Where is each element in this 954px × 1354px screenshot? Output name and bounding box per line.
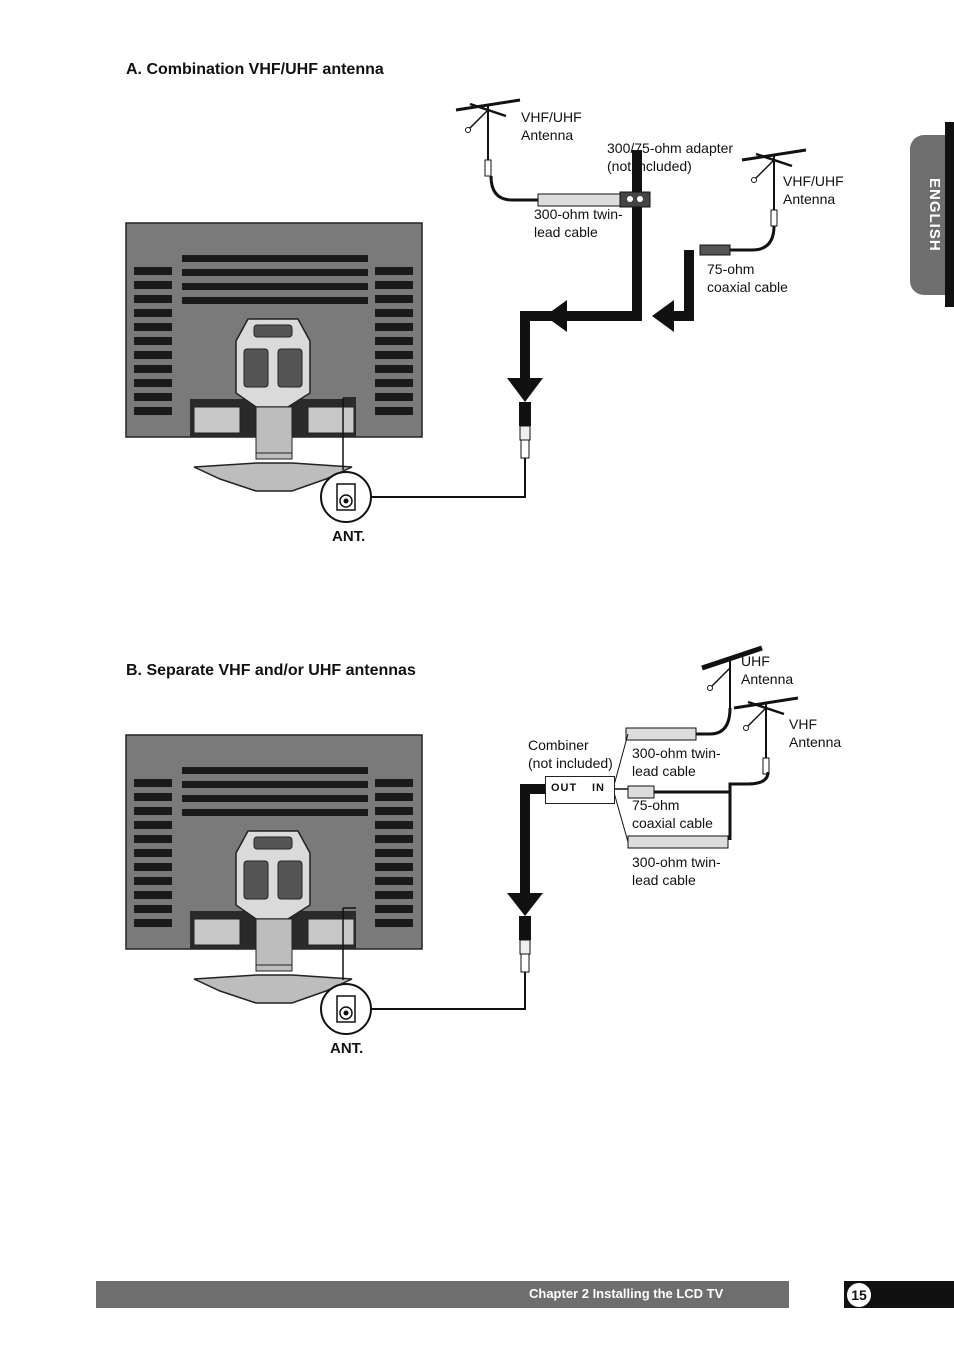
label-coaxial-a: 75-ohm coaxial cable [707, 261, 788, 295]
language-tab-label: ENGLISH [926, 178, 943, 252]
label-twin-lead-b1: 300-ohm twin- lead cable [632, 745, 721, 779]
label-twin-lead-a: 300-ohm twin- lead cable [534, 206, 623, 240]
label-combiner: Combiner (not included) [528, 737, 613, 771]
ant-label-a: ANT. [332, 528, 366, 545]
page-number: 15 [847, 1283, 871, 1307]
label-vhf-uhf-antenna-a2: VHF/UHF Antenna [783, 173, 844, 207]
label-uhf-antenna: UHF Antenna [741, 653, 794, 687]
section-b-heading: B. Separate VHF and/or UHF antennas [126, 662, 416, 679]
combiner-box [545, 776, 615, 804]
combiner-in-label: IN [592, 782, 605, 794]
footer-bar [96, 1281, 789, 1308]
combiner-out-label: OUT [551, 782, 578, 794]
label-twin-lead-b2: 300-ohm twin- lead cable [632, 854, 721, 888]
label-adapter: 300/75-ohm adapter (not included) [607, 140, 734, 174]
language-tab-edge [945, 122, 954, 307]
label-vhf-uhf-antenna-a1: VHF/UHF Antenna [521, 109, 582, 143]
label-coaxial-b: 75-ohm coaxial cable [632, 797, 713, 831]
label-vhf-antenna: VHF Antenna [789, 716, 842, 750]
ant-label-b: ANT. [330, 1040, 364, 1057]
footer-chapter: Chapter 2 Installing the LCD TV [529, 1286, 724, 1301]
section-a-heading: A. Combination VHF/UHF antenna [126, 61, 384, 78]
